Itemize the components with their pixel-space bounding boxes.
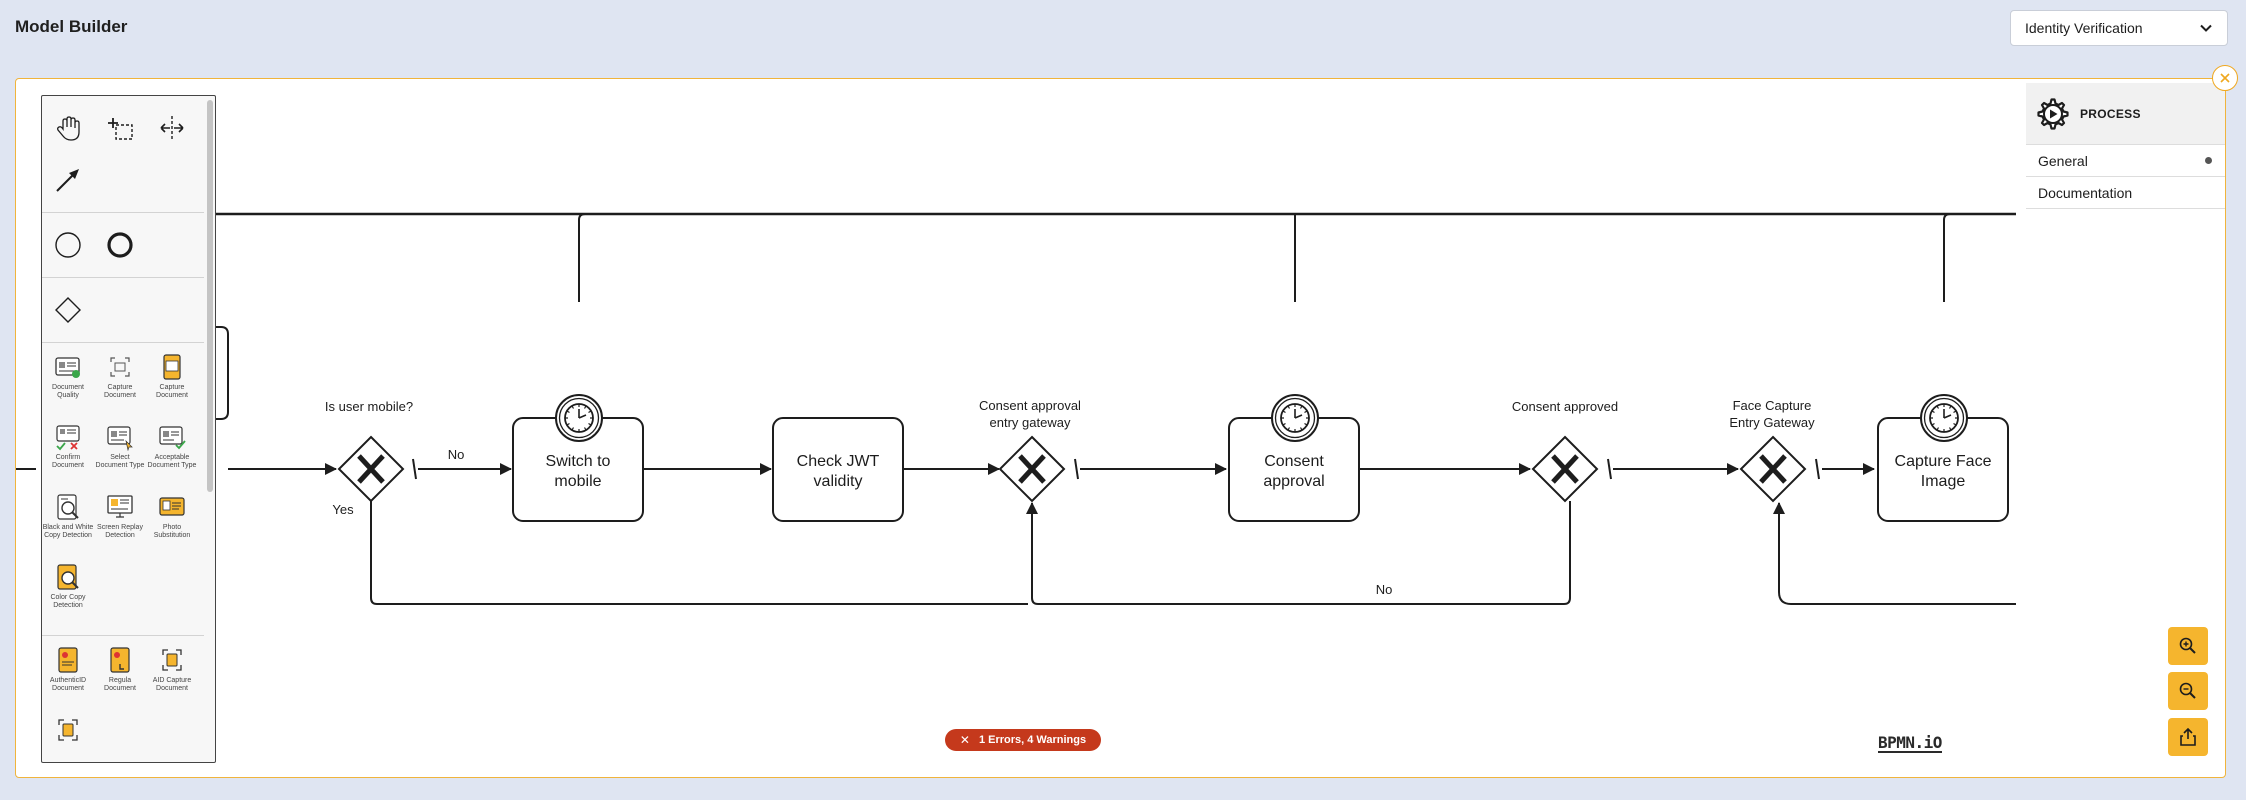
flow-label-yes: Yes bbox=[332, 502, 354, 517]
bpmn-canvas[interactable]: Switch to mobile Check JWT validity Cons… bbox=[15, 78, 2226, 778]
start-event-icon[interactable] bbox=[42, 219, 94, 271]
timer-event-icon[interactable] bbox=[555, 394, 603, 442]
confirm-document-icon bbox=[56, 425, 80, 451]
chevron-down-icon bbox=[2200, 24, 2212, 32]
properties-panel: PROCESS General Documentation bbox=[2026, 83, 2225, 223]
bw-copy-detection-icon bbox=[57, 494, 79, 520]
svg-text:Image: Image bbox=[1921, 473, 1966, 490]
gateway-consent-entry[interactable] bbox=[1000, 437, 1064, 501]
authenticid-document-icon bbox=[58, 647, 78, 673]
gateway-label: Is user mobile? bbox=[325, 399, 413, 414]
bpmn-diagram[interactable]: Switch to mobile Check JWT validity Cons… bbox=[16, 79, 2226, 778]
close-canvas-button[interactable] bbox=[2212, 65, 2238, 91]
aid-capture-document-icon bbox=[162, 649, 182, 671]
document-scan-icon bbox=[58, 719, 78, 741]
screen-replay-detection-icon bbox=[107, 495, 133, 518]
zoom-in-icon bbox=[2179, 637, 2196, 654]
task-consent-approval[interactable]: Consent approval bbox=[1228, 417, 1360, 522]
gateway-label: Face Capture bbox=[1733, 398, 1812, 413]
palette-group-gateways bbox=[42, 278, 204, 343]
export-button[interactable] bbox=[2168, 718, 2208, 756]
properties-group-general[interactable]: General bbox=[2026, 145, 2225, 177]
gateway-face-capture-entry[interactable] bbox=[1741, 437, 1805, 501]
regula-document-icon bbox=[110, 647, 130, 673]
connect-tool-icon[interactable] bbox=[42, 154, 94, 206]
hand-tool-icon[interactable] bbox=[42, 102, 94, 154]
gateway-label: Consent approval bbox=[979, 398, 1081, 413]
properties-title: PROCESS bbox=[2080, 106, 2141, 121]
task-capture-face-image[interactable]: Capture Face Image bbox=[1877, 417, 2009, 522]
svg-text:mobile: mobile bbox=[554, 473, 601, 490]
svg-text:Consent: Consent bbox=[1264, 453, 1324, 470]
gateway-consent-approved[interactable] bbox=[1533, 437, 1597, 501]
errors-warnings-badge[interactable]: ✕ 1 Errors, 4 Warnings bbox=[945, 729, 1101, 751]
error-icon: ✕ bbox=[959, 733, 970, 747]
gateway-label: Entry Gateway bbox=[1729, 415, 1815, 430]
capture-document-icon bbox=[110, 357, 130, 377]
palette-group-events bbox=[42, 213, 204, 278]
gateway-icon[interactable] bbox=[42, 284, 94, 336]
palette-scrollbar[interactable] bbox=[207, 100, 213, 492]
model-select-value: Identity Verification bbox=[2025, 20, 2143, 36]
timer-event-icon[interactable] bbox=[1920, 394, 1968, 442]
flow-label-no: No bbox=[448, 447, 465, 462]
properties-group-documentation[interactable]: Documentation bbox=[2026, 177, 2225, 209]
zoom-out-icon bbox=[2179, 682, 2196, 699]
changed-indicator bbox=[2205, 157, 2212, 164]
svg-text:Capture Face: Capture Face bbox=[1895, 453, 1992, 470]
acceptable-document-type-icon bbox=[159, 426, 186, 450]
document-scan-tool[interactable] bbox=[42, 712, 94, 762]
end-event-icon[interactable] bbox=[94, 219, 146, 271]
zoom-in-button[interactable] bbox=[2168, 627, 2208, 665]
zoom-out-button[interactable] bbox=[2168, 672, 2208, 710]
share-icon bbox=[2180, 727, 2196, 746]
svg-text:validity: validity bbox=[814, 473, 863, 490]
flow-label-no: No bbox=[1376, 582, 1393, 597]
lasso-tool-icon[interactable] bbox=[94, 102, 146, 154]
properties-group-label: Documentation bbox=[2038, 184, 2133, 201]
bpmn-io-logo[interactable]: BPMN.iO bbox=[1878, 733, 1942, 753]
close-icon bbox=[2220, 73, 2230, 83]
task-check-jwt-validity[interactable]: Check JWT validity bbox=[772, 417, 904, 522]
svg-text:Check JWT: Check JWT bbox=[797, 453, 880, 470]
process-gear-icon bbox=[2037, 97, 2069, 130]
errors-warnings-text: 1 Errors, 4 Warnings bbox=[978, 734, 1087, 746]
gateway-is-user-mobile[interactable] bbox=[339, 437, 403, 501]
color-copy-detection-icon bbox=[57, 564, 79, 590]
svg-text:Switch to: Switch to bbox=[546, 453, 611, 470]
document-quality-icon bbox=[55, 357, 80, 378]
page-title: Model Builder bbox=[15, 17, 128, 36]
properties-header: PROCESS bbox=[2026, 83, 2225, 145]
gateway-label: entry gateway bbox=[990, 415, 1071, 430]
palette-group-tools bbox=[42, 96, 204, 213]
svg-text:approval: approval bbox=[1263, 473, 1324, 490]
gateway-label: Consent approved bbox=[1512, 399, 1618, 414]
properties-group-label: General bbox=[2038, 152, 2088, 169]
space-tool-icon[interactable] bbox=[146, 102, 198, 154]
photo-substitution-icon bbox=[159, 497, 185, 516]
select-document-type-icon bbox=[107, 426, 133, 451]
capture-document-phone-icon bbox=[163, 354, 181, 380]
task-switch-to-mobile[interactable]: Switch to mobile bbox=[512, 417, 644, 522]
model-select-dropdown[interactable]: Identity Verification bbox=[2010, 10, 2228, 46]
timer-event-icon[interactable] bbox=[1271, 394, 1319, 442]
